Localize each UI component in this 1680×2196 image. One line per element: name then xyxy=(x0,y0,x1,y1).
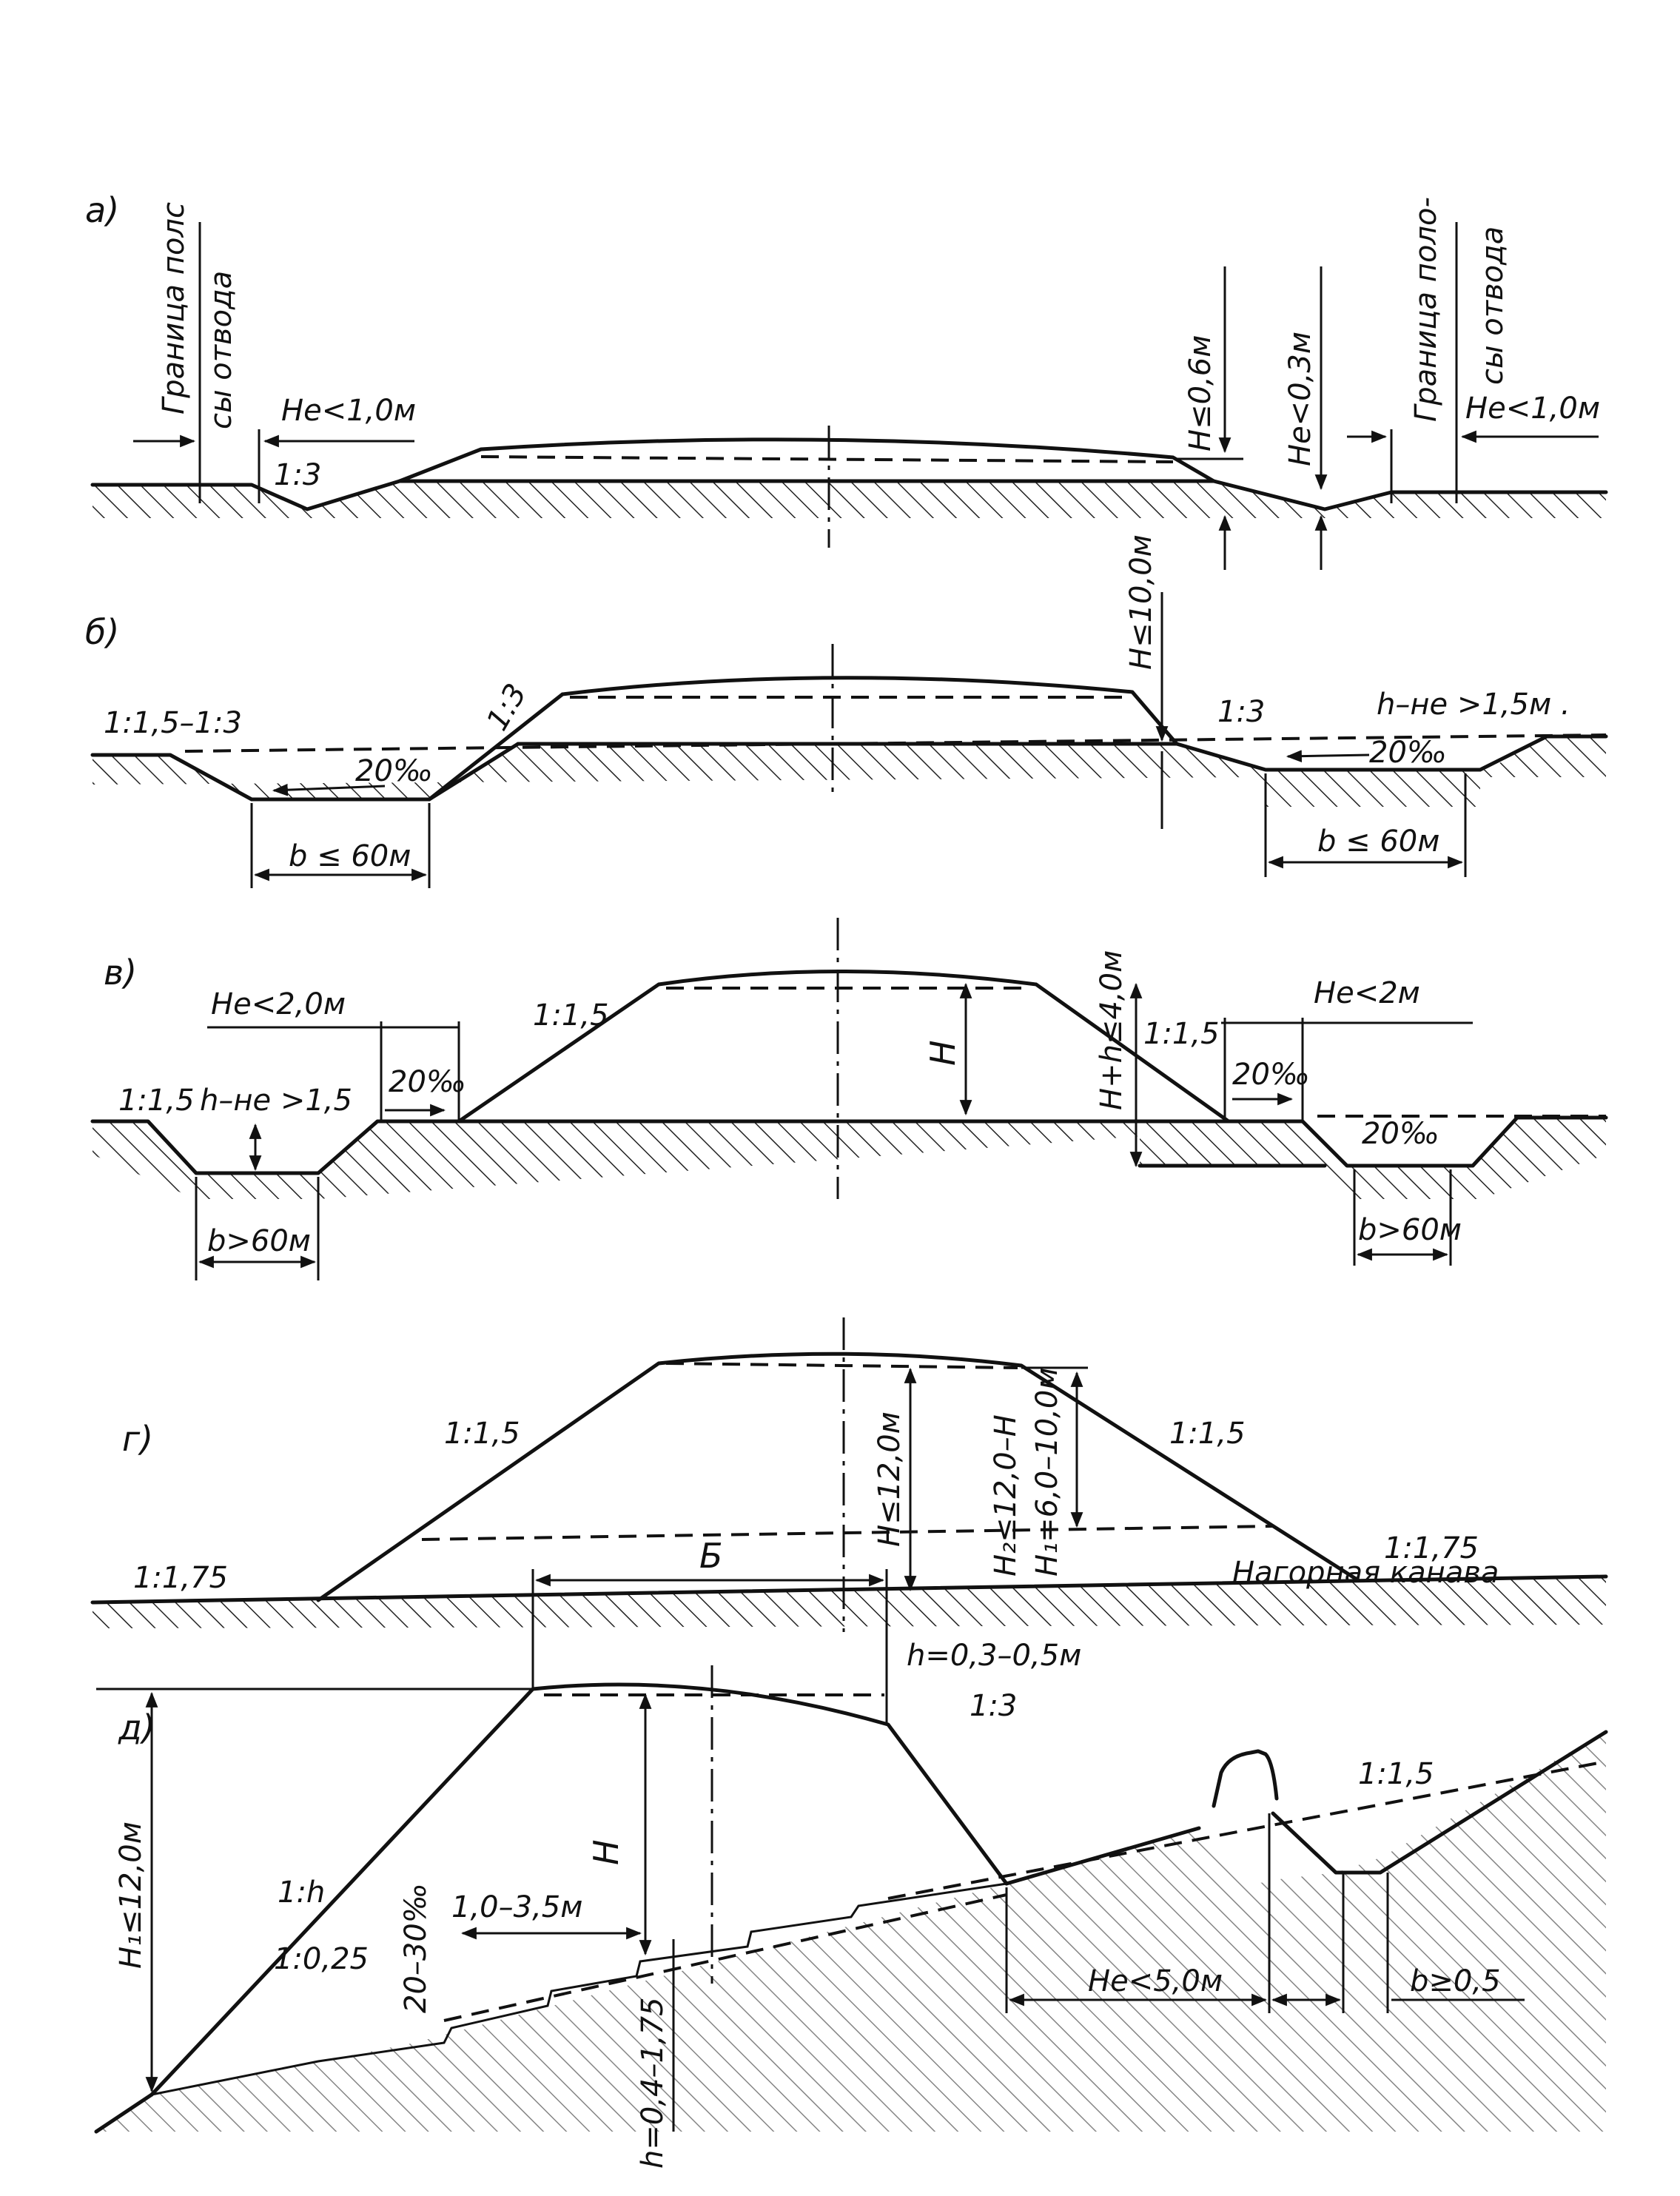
panel-d-upland-ditch xyxy=(1271,1730,1608,1875)
panel-g-embankment xyxy=(316,1351,1360,1602)
panel-d-original-ground xyxy=(443,1893,1007,2022)
panel-g-h1: H₁=6,0–10,0м xyxy=(1030,1368,1064,1577)
panel-d-embankment xyxy=(149,1682,1009,2097)
panel-v-width-left: b>60м xyxy=(207,1224,311,1258)
panel-d-h-center: H xyxy=(586,1839,626,1865)
panel-d-width-b: Б xyxy=(699,1536,723,1576)
panel-g-letter: г) xyxy=(122,1419,153,1459)
panel-d-h-range: h=0,3–0,5м xyxy=(907,1639,1081,1673)
panel-d-hill-hatch xyxy=(96,1732,1606,2132)
panel-b-original-ground xyxy=(184,733,1607,753)
panel-a-formation-line xyxy=(480,455,1174,463)
panel-v-grade-right-2: 20‰ xyxy=(1362,1117,1439,1151)
panel-a-slope: 1:3 xyxy=(274,458,321,492)
panel-g-slope-right-upper: 1:1,5 xyxy=(1169,1417,1246,1451)
panel-b-depth: h–не >1,5м . xyxy=(1377,688,1570,722)
panel-g-slope-right-lower: 1:1,75 xyxy=(1384,1531,1479,1565)
panel-v-left-ditch xyxy=(90,1119,1231,1175)
panel-v-slope-left: 1:1,5 xyxy=(533,998,609,1032)
panel-v-slope-outer: 1:1,5 xyxy=(118,1084,195,1118)
panel-b-h-crest: H≤10,0м xyxy=(1124,534,1158,670)
panel-a-boundary-left-2: сы отвода xyxy=(204,271,238,429)
panel-v-letter: в) xyxy=(104,953,137,993)
panel-a-boundary-right-1: Граница поло- xyxy=(1409,197,1443,422)
panel-b-letter: б) xyxy=(85,612,119,652)
panel-b: б) 1:1,5–1:3 1:3 1:3 20‰ 20‰ b ≤ 60м b ≤… xyxy=(85,534,1608,888)
panel-v: в) He<2,0м 20‰ 1:1,5 h–не >1,5 1:1,5 H H… xyxy=(90,918,1608,1280)
panel-v-depth: h–не >1,5 xyxy=(200,1084,352,1118)
panel-d-ditch-title: Нагорная канава xyxy=(1232,1556,1499,1590)
panel-b-slope-right: 1:3 xyxy=(1217,695,1265,729)
panel-d-step-h: h=0,4–1,75 xyxy=(636,1997,670,2169)
panel-d-bench: 1,0–3,5м xyxy=(451,1890,582,1924)
panel-v-grade-right-1: 20‰ xyxy=(1232,1058,1310,1092)
panel-g: г) H≤12,0м H₂≤12,0–H H₁=6,0–10,0м 1:1,5 … xyxy=(90,1317,1608,1632)
panel-v-width-right: b>60м xyxy=(1358,1213,1462,1247)
panel-b-width-left: b ≤ 60м xyxy=(289,839,411,873)
panel-b-slope-left: 1:3 xyxy=(480,678,534,736)
panel-a: а) Граница полс сы отвода He<1,0м 1:3 H≤… xyxy=(85,190,1608,570)
panel-a-he-left: He<1,0м xyxy=(281,394,416,428)
panel-a-ground-line xyxy=(90,479,1608,511)
panel-d-he-ditch: He<5,0м xyxy=(1088,1964,1223,1998)
panel-b-grade-right: 20‰ xyxy=(1369,736,1447,770)
panel-d-spoil-bank xyxy=(1212,1749,1279,1808)
panel-a-boundary-left-1: Граница полс xyxy=(157,202,191,414)
panel-b-grade-left: 20‰ xyxy=(355,754,433,788)
panel-v-h-center: H xyxy=(923,1040,963,1066)
panel-g-h-total: H≤12,0м xyxy=(873,1411,907,1547)
panel-v-embankment xyxy=(457,970,1231,1124)
panel-d-letter: д) xyxy=(118,1708,155,1747)
panel-v-he-left: He<2,0м xyxy=(211,987,346,1021)
panel-a-boundary-right-2: сы отвода xyxy=(1476,226,1510,385)
panel-a-he-ditch: He<0,3м xyxy=(1283,332,1317,466)
panel-a-letter: а) xyxy=(85,190,119,230)
panel-v-ground-hatch xyxy=(93,1118,1606,1199)
panel-d: д) Б h=0,3–0,5м 1:3 Нагорная канава 1:1,… xyxy=(94,1536,1608,2169)
panel-d-bench-grade: 20–30‰ xyxy=(399,1883,433,2013)
panel-b-embankment xyxy=(427,676,1179,802)
panel-g-ground-line xyxy=(90,1574,1608,1605)
panel-b-width-right: b ≤ 60м xyxy=(1317,825,1439,859)
panel-g-ground-hatch xyxy=(93,1577,1606,1628)
panel-d-h1: H₁≤12,0м xyxy=(114,1821,148,1969)
panel-g-slope-left-upper: 1:1,5 xyxy=(444,1417,520,1451)
panel-d-slope-bench: 1:0,25 xyxy=(274,1942,369,1976)
panel-g-formation-line xyxy=(665,1362,1018,1369)
panel-d-ground-right xyxy=(1004,1826,1201,1886)
panel-a-h-crest: H≤0,6м xyxy=(1183,335,1217,451)
panel-v-grade-left: 20‰ xyxy=(389,1065,466,1099)
panel-v-slope-right: 1:1,5 xyxy=(1143,1017,1220,1051)
panel-b-ground-hatch xyxy=(93,736,1606,807)
panel-b-left-ditch xyxy=(90,742,520,802)
panel-a-ground-hatch xyxy=(93,481,1606,518)
panel-g-slope-left-lower: 1:1,75 xyxy=(133,1561,228,1595)
panel-d-slope-fill: 1:h xyxy=(278,1876,325,1910)
panel-d-b-ditch: b≥0,5 xyxy=(1410,1964,1501,1998)
panel-g-break-line xyxy=(421,1525,1274,1541)
panel-v-he-right: He<2м xyxy=(1314,976,1420,1010)
panel-a-he-right: He<1,0м xyxy=(1465,392,1600,426)
panel-d-slope-top: 1:3 xyxy=(970,1689,1017,1723)
panel-v-h-total: H+h≤4,0м xyxy=(1095,950,1129,1110)
panel-d-slope-ditch: 1:1,5 xyxy=(1358,1757,1434,1791)
panel-g-h2: H₂≤12,0–H xyxy=(989,1414,1023,1577)
panel-b-slope-outer: 1:1,5–1:3 xyxy=(104,706,242,740)
